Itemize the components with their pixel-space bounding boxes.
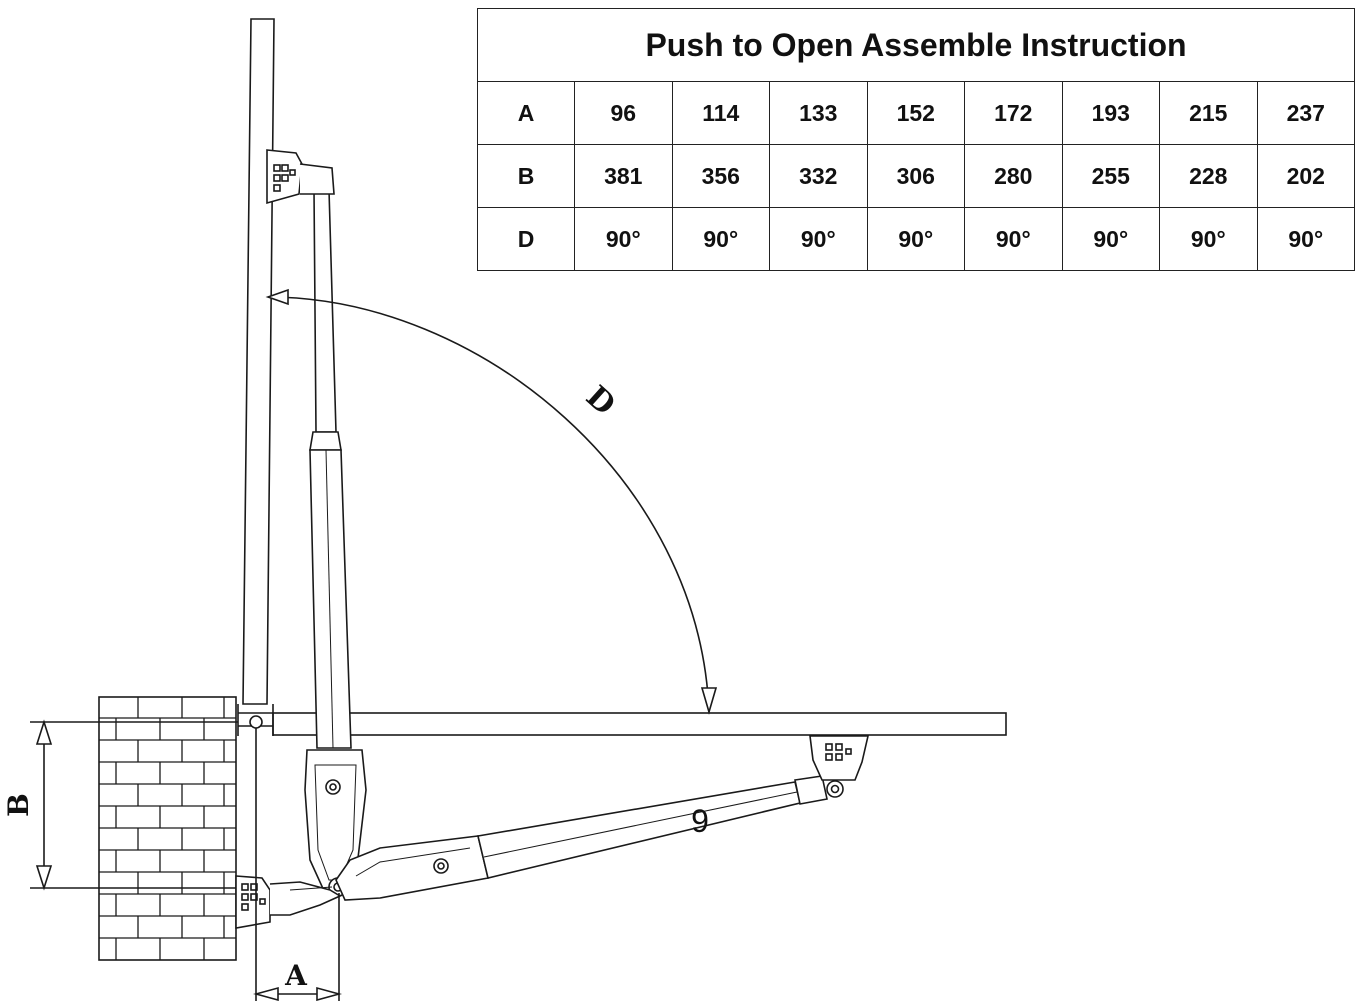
dimension-a xyxy=(252,728,343,1001)
table-cell: 172 xyxy=(964,81,1063,145)
table-cell: 255 xyxy=(1061,144,1160,208)
dimension-b xyxy=(30,719,238,891)
table-cell: 332 xyxy=(769,144,868,208)
table-cell: 90° xyxy=(671,207,770,271)
row-label: B xyxy=(477,144,575,208)
table-title-row: Push to Open Assemble Instruction xyxy=(477,8,1355,82)
label-a: A xyxy=(284,959,308,992)
table-cell: 202 xyxy=(1256,144,1355,208)
table-cell: 228 xyxy=(1159,144,1258,208)
table-row: A 96 114 133 152 172 193 215 237 xyxy=(477,81,1355,145)
table-cell: 90° xyxy=(1061,207,1160,271)
table-cell: 90° xyxy=(866,207,965,271)
table-cell: 152 xyxy=(866,81,965,145)
table-cell: 90° xyxy=(769,207,868,271)
table-row: B 381 356 332 306 280 255 228 202 xyxy=(477,144,1355,208)
gate-open-position xyxy=(242,18,275,705)
table-cell: 215 xyxy=(1159,81,1258,145)
brick-pillar xyxy=(98,696,237,961)
table-cell: 114 xyxy=(671,81,770,145)
hinge xyxy=(237,704,274,736)
row-label: A xyxy=(477,81,575,145)
label-d: D xyxy=(579,379,622,422)
gate-closed-position xyxy=(272,712,1007,736)
table-title: Push to Open Assemble Instruction xyxy=(477,8,1355,82)
table-row: D 90° 90° 90° 90° 90° 90° 90° 90° xyxy=(477,207,1355,271)
table-cell: 90° xyxy=(1159,207,1258,271)
row-label: D xyxy=(477,207,575,271)
table-cell: 133 xyxy=(769,81,868,145)
table-cell: 280 xyxy=(964,144,1063,208)
assembly-spec-table: Push to Open Assemble Instruction A 96 1… xyxy=(477,8,1355,271)
table-cell: 381 xyxy=(574,144,673,208)
opener-arm-open xyxy=(304,171,367,897)
pillar-bracket xyxy=(235,875,342,929)
table-cell: 90° xyxy=(964,207,1063,271)
label-b: B xyxy=(2,793,35,817)
table-cell: 237 xyxy=(1256,81,1355,145)
table-cell: 96 xyxy=(574,81,673,145)
table-cell: 356 xyxy=(671,144,770,208)
table-cell: 193 xyxy=(1061,81,1160,145)
page-number: 9 xyxy=(691,803,709,839)
gate-bracket-open xyxy=(266,149,335,205)
table-cell: 90° xyxy=(574,207,673,271)
angle-arc-d xyxy=(265,288,718,715)
opener-arm-closed xyxy=(335,775,844,901)
table-cell: 90° xyxy=(1256,207,1355,271)
table-cell: 306 xyxy=(866,144,965,208)
gate-bracket-closed xyxy=(809,735,870,781)
